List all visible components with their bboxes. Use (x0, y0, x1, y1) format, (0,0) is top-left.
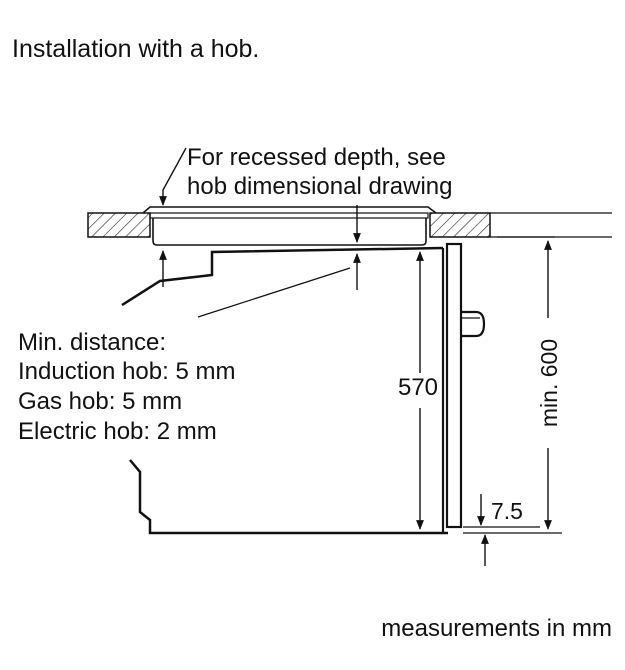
worktop (87, 212, 612, 238)
min-distance-leader (197, 267, 351, 318)
recess-note-line-2: hob dimensional drawing (187, 173, 453, 200)
height-label: 570 (398, 374, 438, 401)
hob (142, 206, 437, 246)
bottom-gap-dimension (463, 494, 540, 566)
min-distance-gas: Gas hob: 5 mm (18, 388, 182, 415)
oven-body (121, 242, 486, 535)
min-distance-heading: Min. distance: (18, 329, 166, 356)
door-handle-icon (461, 310, 486, 338)
measurement-units-note: measurements in mm (381, 615, 612, 642)
min-distance-electric: Electric hob: 2 mm (18, 418, 217, 445)
page-title: Installation with a hob. (12, 35, 259, 63)
recess-note-leader (159, 147, 187, 206)
min-height-label: min. 600 (536, 339, 562, 427)
min-height-dimension (463, 236, 562, 534)
clearance-arrows (159, 205, 361, 290)
recess-note-line-1: For recessed depth, see (187, 144, 446, 171)
bottom-gap-label: 7.5 (491, 498, 523, 524)
min-distance-induction: Induction hob: 5 mm (18, 358, 235, 385)
